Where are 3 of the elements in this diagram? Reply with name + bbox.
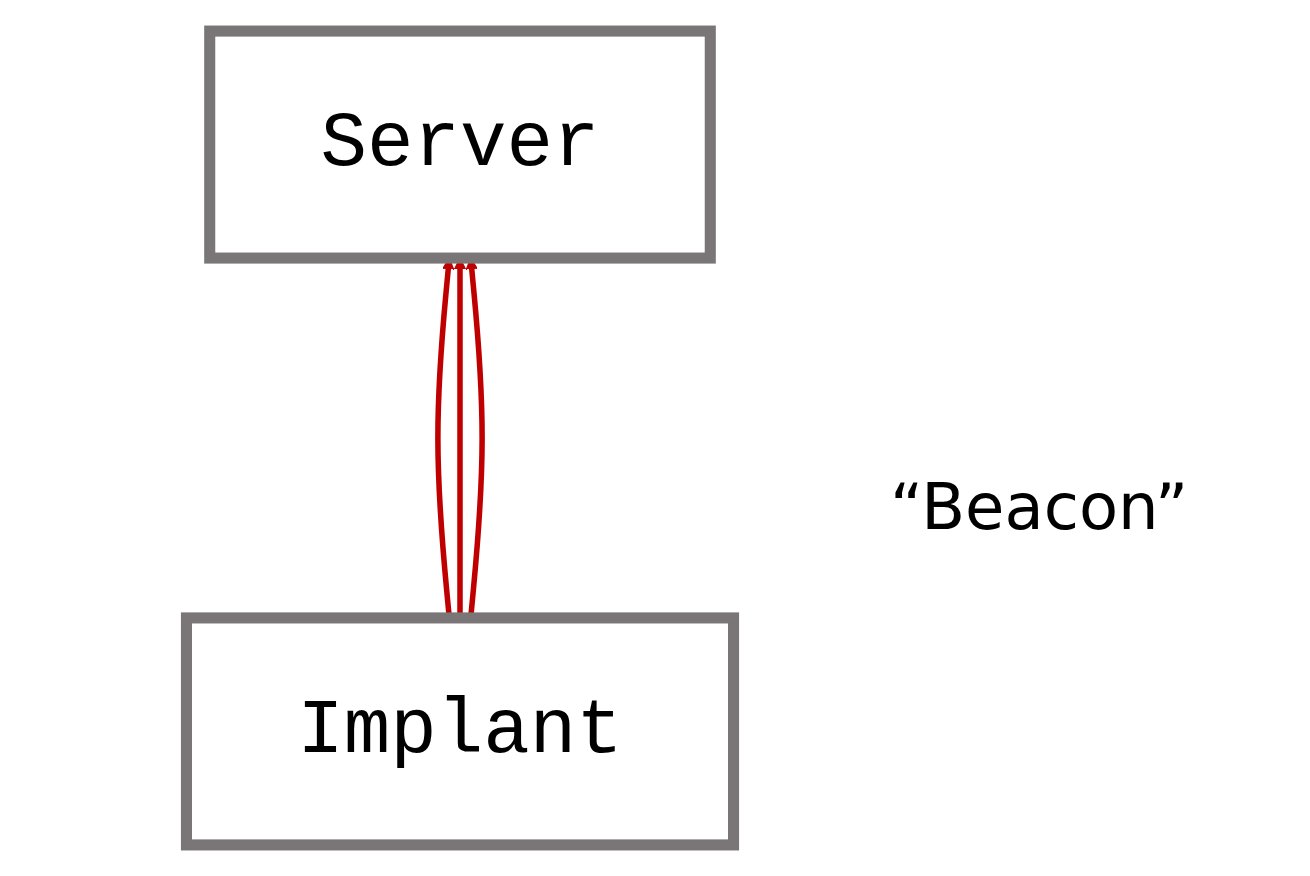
note-text: “Beacon” [890, 470, 1189, 544]
node-box: Server [204, 25, 716, 264]
node-box: Implant [180, 612, 740, 851]
